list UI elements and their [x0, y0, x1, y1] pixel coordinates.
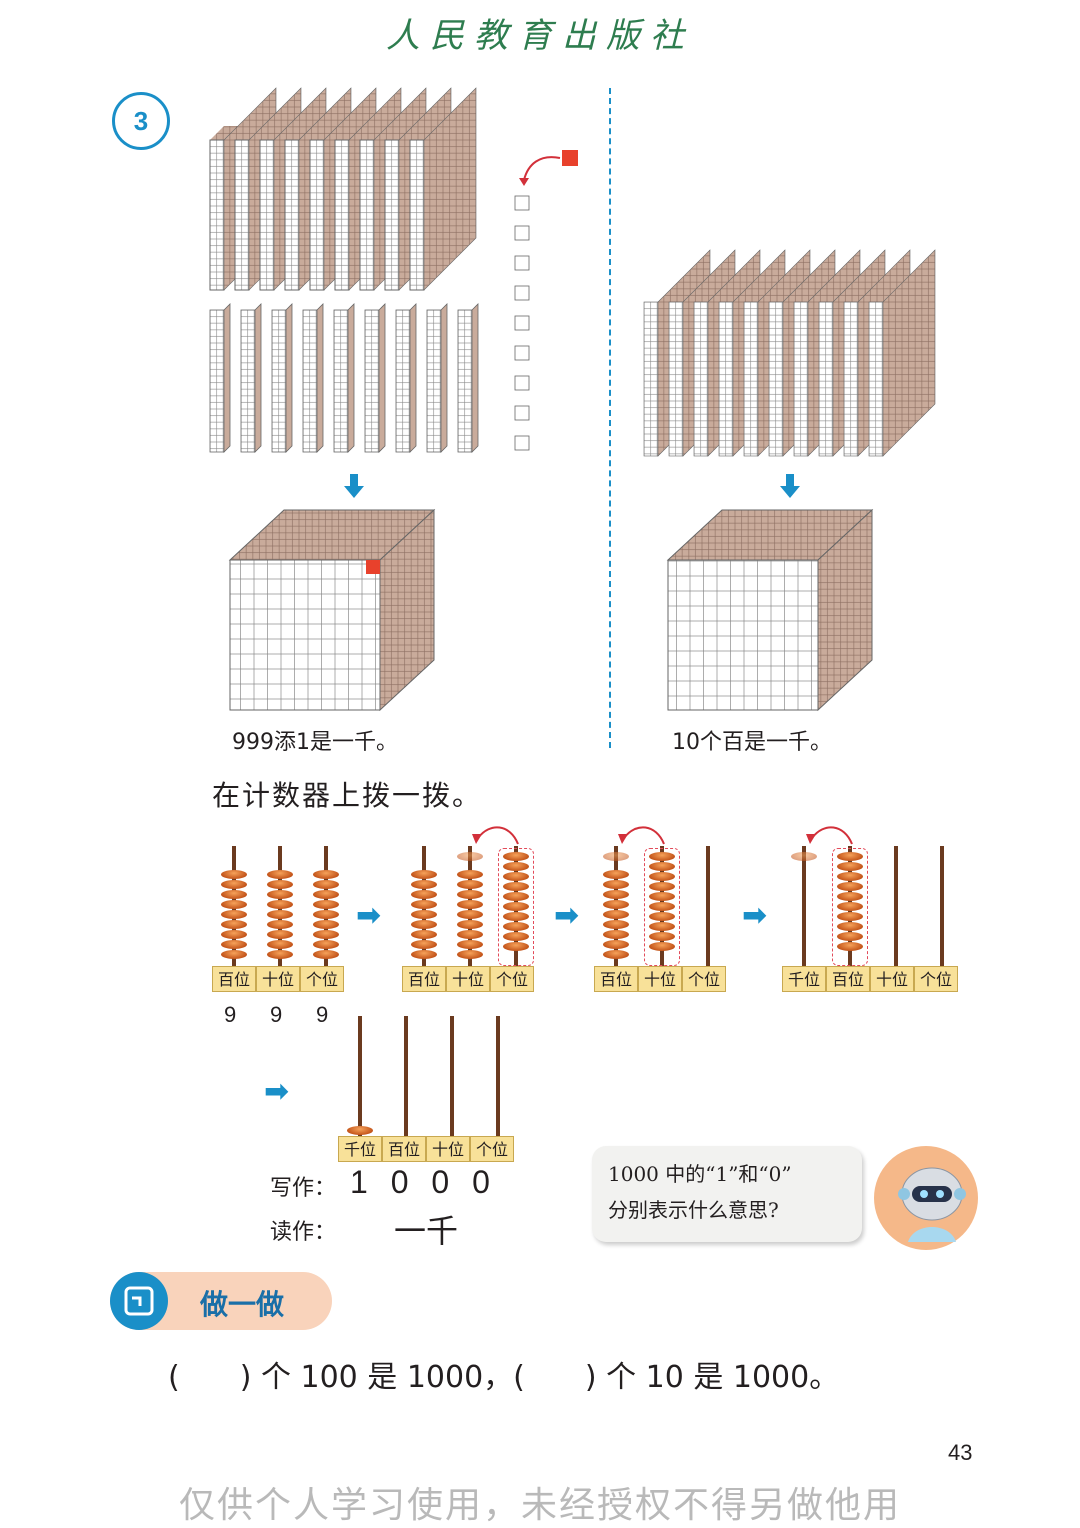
- highlight-box: [644, 848, 680, 966]
- carry-arrow-icon: [618, 826, 665, 845]
- carry-arrow-icon: [806, 826, 853, 845]
- place-label: 个位: [300, 966, 344, 992]
- ten-rods: [209, 303, 479, 453]
- digit: 9: [270, 1002, 283, 1027]
- ten-hundred-flats: [643, 249, 936, 457]
- read-label: 读作：: [270, 1220, 337, 1245]
- place-label: 十位: [638, 966, 682, 992]
- hundred-flats: [209, 87, 477, 291]
- publisher-header: 人民教育出版社: [386, 16, 694, 56]
- curved-arrow-icon: [523, 156, 561, 181]
- place-label: 百位: [212, 966, 256, 992]
- page-number: 43: [948, 1440, 973, 1465]
- highlight-box: [832, 848, 868, 966]
- right-blocks-illustration: [643, 249, 936, 712]
- read-value: 一千: [394, 1212, 459, 1250]
- highlight-box: [498, 848, 534, 966]
- instruction-text: 在计数器上拨一拨。: [212, 779, 483, 812]
- place-label: 百位: [382, 1136, 426, 1162]
- write-label: 写作：: [270, 1176, 337, 1201]
- write-value: 1 0 0 0: [350, 1164, 490, 1200]
- place-label: 个位: [682, 966, 726, 992]
- watermark: 仅供个人学习使用，未经授权不得另做他用: [178, 1485, 901, 1526]
- place-label: 个位: [470, 1136, 514, 1162]
- robot-avatar: [874, 1146, 978, 1250]
- red-unit-cube: [562, 150, 578, 166]
- carry-arrow-icon: [472, 826, 519, 845]
- speech-bubble: 1000 中的“1”和“0” 分别表示什么意思?: [592, 1146, 862, 1242]
- left-blocks-illustration: [209, 87, 578, 712]
- thousand-cube: [228, 508, 436, 712]
- unit-cubes: [514, 195, 530, 451]
- exercise-text: ( ) 个 100 是 1000，( ) 个 10 是 1000。: [168, 1360, 840, 1395]
- next-arrow-icon: ➡: [742, 898, 768, 933]
- problem-number: 3: [112, 92, 170, 150]
- place-label: 十位: [446, 966, 490, 992]
- thousand-cube-right: [666, 508, 874, 712]
- digit: 9: [316, 1002, 329, 1027]
- bubble-line-1: 1000 中的“1”和“0”: [608, 1162, 792, 1186]
- place-label: 千位: [338, 1136, 382, 1162]
- down-arrow-icon: [344, 474, 364, 498]
- next-arrow-icon: ➡: [554, 898, 580, 933]
- left-caption: 999添1是一千。: [232, 730, 398, 755]
- next-arrow-icon: ➡: [264, 1074, 290, 1109]
- panel-divider: [609, 88, 611, 748]
- place-label: 百位: [402, 966, 446, 992]
- place-label: 百位: [594, 966, 638, 992]
- place-label: 个位: [490, 966, 534, 992]
- exercise-icon: [110, 1272, 168, 1330]
- next-arrow-icon: ➡: [356, 898, 382, 933]
- try-it-label: 做一做: [200, 1288, 285, 1321]
- place-label: 十位: [256, 966, 300, 992]
- place-label: 个位: [914, 966, 958, 992]
- place-label: 百位: [826, 966, 870, 992]
- place-label: 千位: [782, 966, 826, 992]
- place-label: 十位: [426, 1136, 470, 1162]
- bubble-line-2: 分别表示什么意思?: [608, 1198, 779, 1222]
- down-arrow-icon: [780, 474, 800, 498]
- digit: 9: [224, 1002, 237, 1027]
- right-caption: 10个百是一千。: [672, 730, 832, 755]
- place-label: 十位: [870, 966, 914, 992]
